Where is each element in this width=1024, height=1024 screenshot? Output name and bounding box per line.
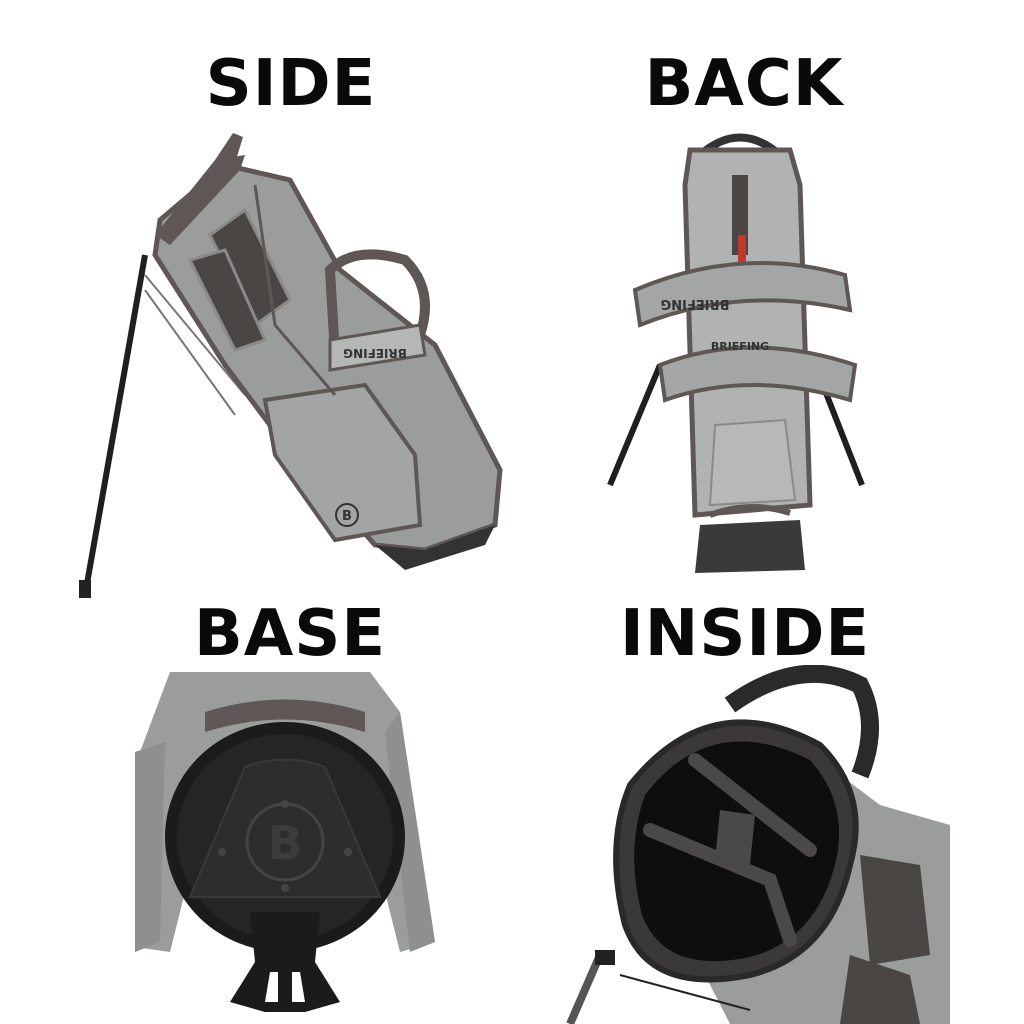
brand-monogram: B bbox=[342, 509, 352, 524]
label-inside: INSIDE bbox=[619, 597, 871, 671]
label-side: SIDE bbox=[205, 47, 377, 121]
label-back: BACK bbox=[644, 47, 844, 121]
label-base: BASE bbox=[193, 597, 387, 671]
inside-view-image bbox=[560, 665, 960, 1024]
brand-wordmark-strap: BRIEFING bbox=[661, 296, 730, 311]
golf-bag-inside-illustration bbox=[566, 665, 950, 1024]
golf-bag-back-illustration: BRIEFING BRIEFING bbox=[607, 133, 865, 573]
brand-wordmark: BRIEFING bbox=[343, 346, 407, 360]
base-monogram: B bbox=[267, 816, 302, 870]
side-view-image: B BRIEFING bbox=[75, 125, 515, 605]
back-view-image: BRIEFING BRIEFING bbox=[600, 125, 870, 580]
brand-wordmark-pocket: BRIEFING bbox=[711, 340, 769, 353]
golf-bag-side-illustration: B BRIEFING bbox=[79, 133, 503, 598]
base-view-image: B bbox=[130, 672, 440, 1020]
golf-bag-base-illustration: B bbox=[135, 672, 435, 1012]
